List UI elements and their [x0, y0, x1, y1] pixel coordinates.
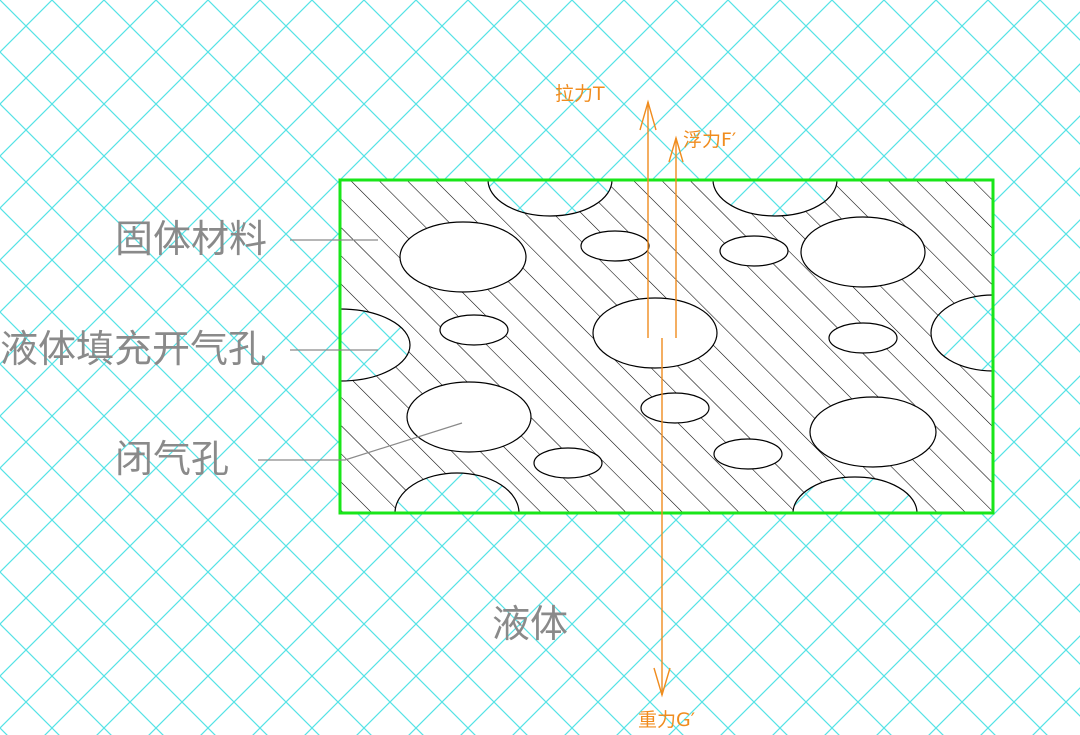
open-pore [930, 294, 993, 372]
open-pore [340, 308, 411, 382]
buoyancy-label: 浮力F′ [683, 129, 736, 151]
sample-border [338, 178, 995, 515]
closed-pore [533, 447, 603, 479]
open-pore [792, 476, 918, 513]
closed-pore [828, 322, 898, 354]
closed-pore [809, 396, 937, 468]
open-pore [712, 180, 838, 217]
closed-pore [640, 392, 710, 424]
open-pore [487, 180, 613, 217]
open-pore [394, 472, 520, 513]
solid-material-label: 固体材料 [115, 217, 267, 261]
tension-label: 拉力T [555, 83, 605, 105]
tension-arrow [639, 99, 657, 338]
closed-pore [719, 235, 789, 267]
closed-pore [406, 381, 532, 453]
solid-material-block [338, 178, 995, 515]
closed-pore [592, 297, 718, 369]
open-pore-label: 液体填充开气孔 [0, 327, 266, 371]
buoyancy-arrow [668, 135, 684, 338]
closed-pore [580, 230, 650, 262]
closed-pore [439, 314, 509, 346]
closed-pore [399, 221, 527, 293]
gravity-label: 重力G′ [638, 709, 695, 731]
closed-pore-leader [258, 422, 463, 461]
closed-pore [800, 216, 926, 288]
liquid-label: 液体 [492, 602, 568, 646]
closed-pore [713, 438, 783, 470]
gravity-arrow [653, 338, 671, 698]
closed-pore-label: 闭气孔 [115, 437, 229, 481]
